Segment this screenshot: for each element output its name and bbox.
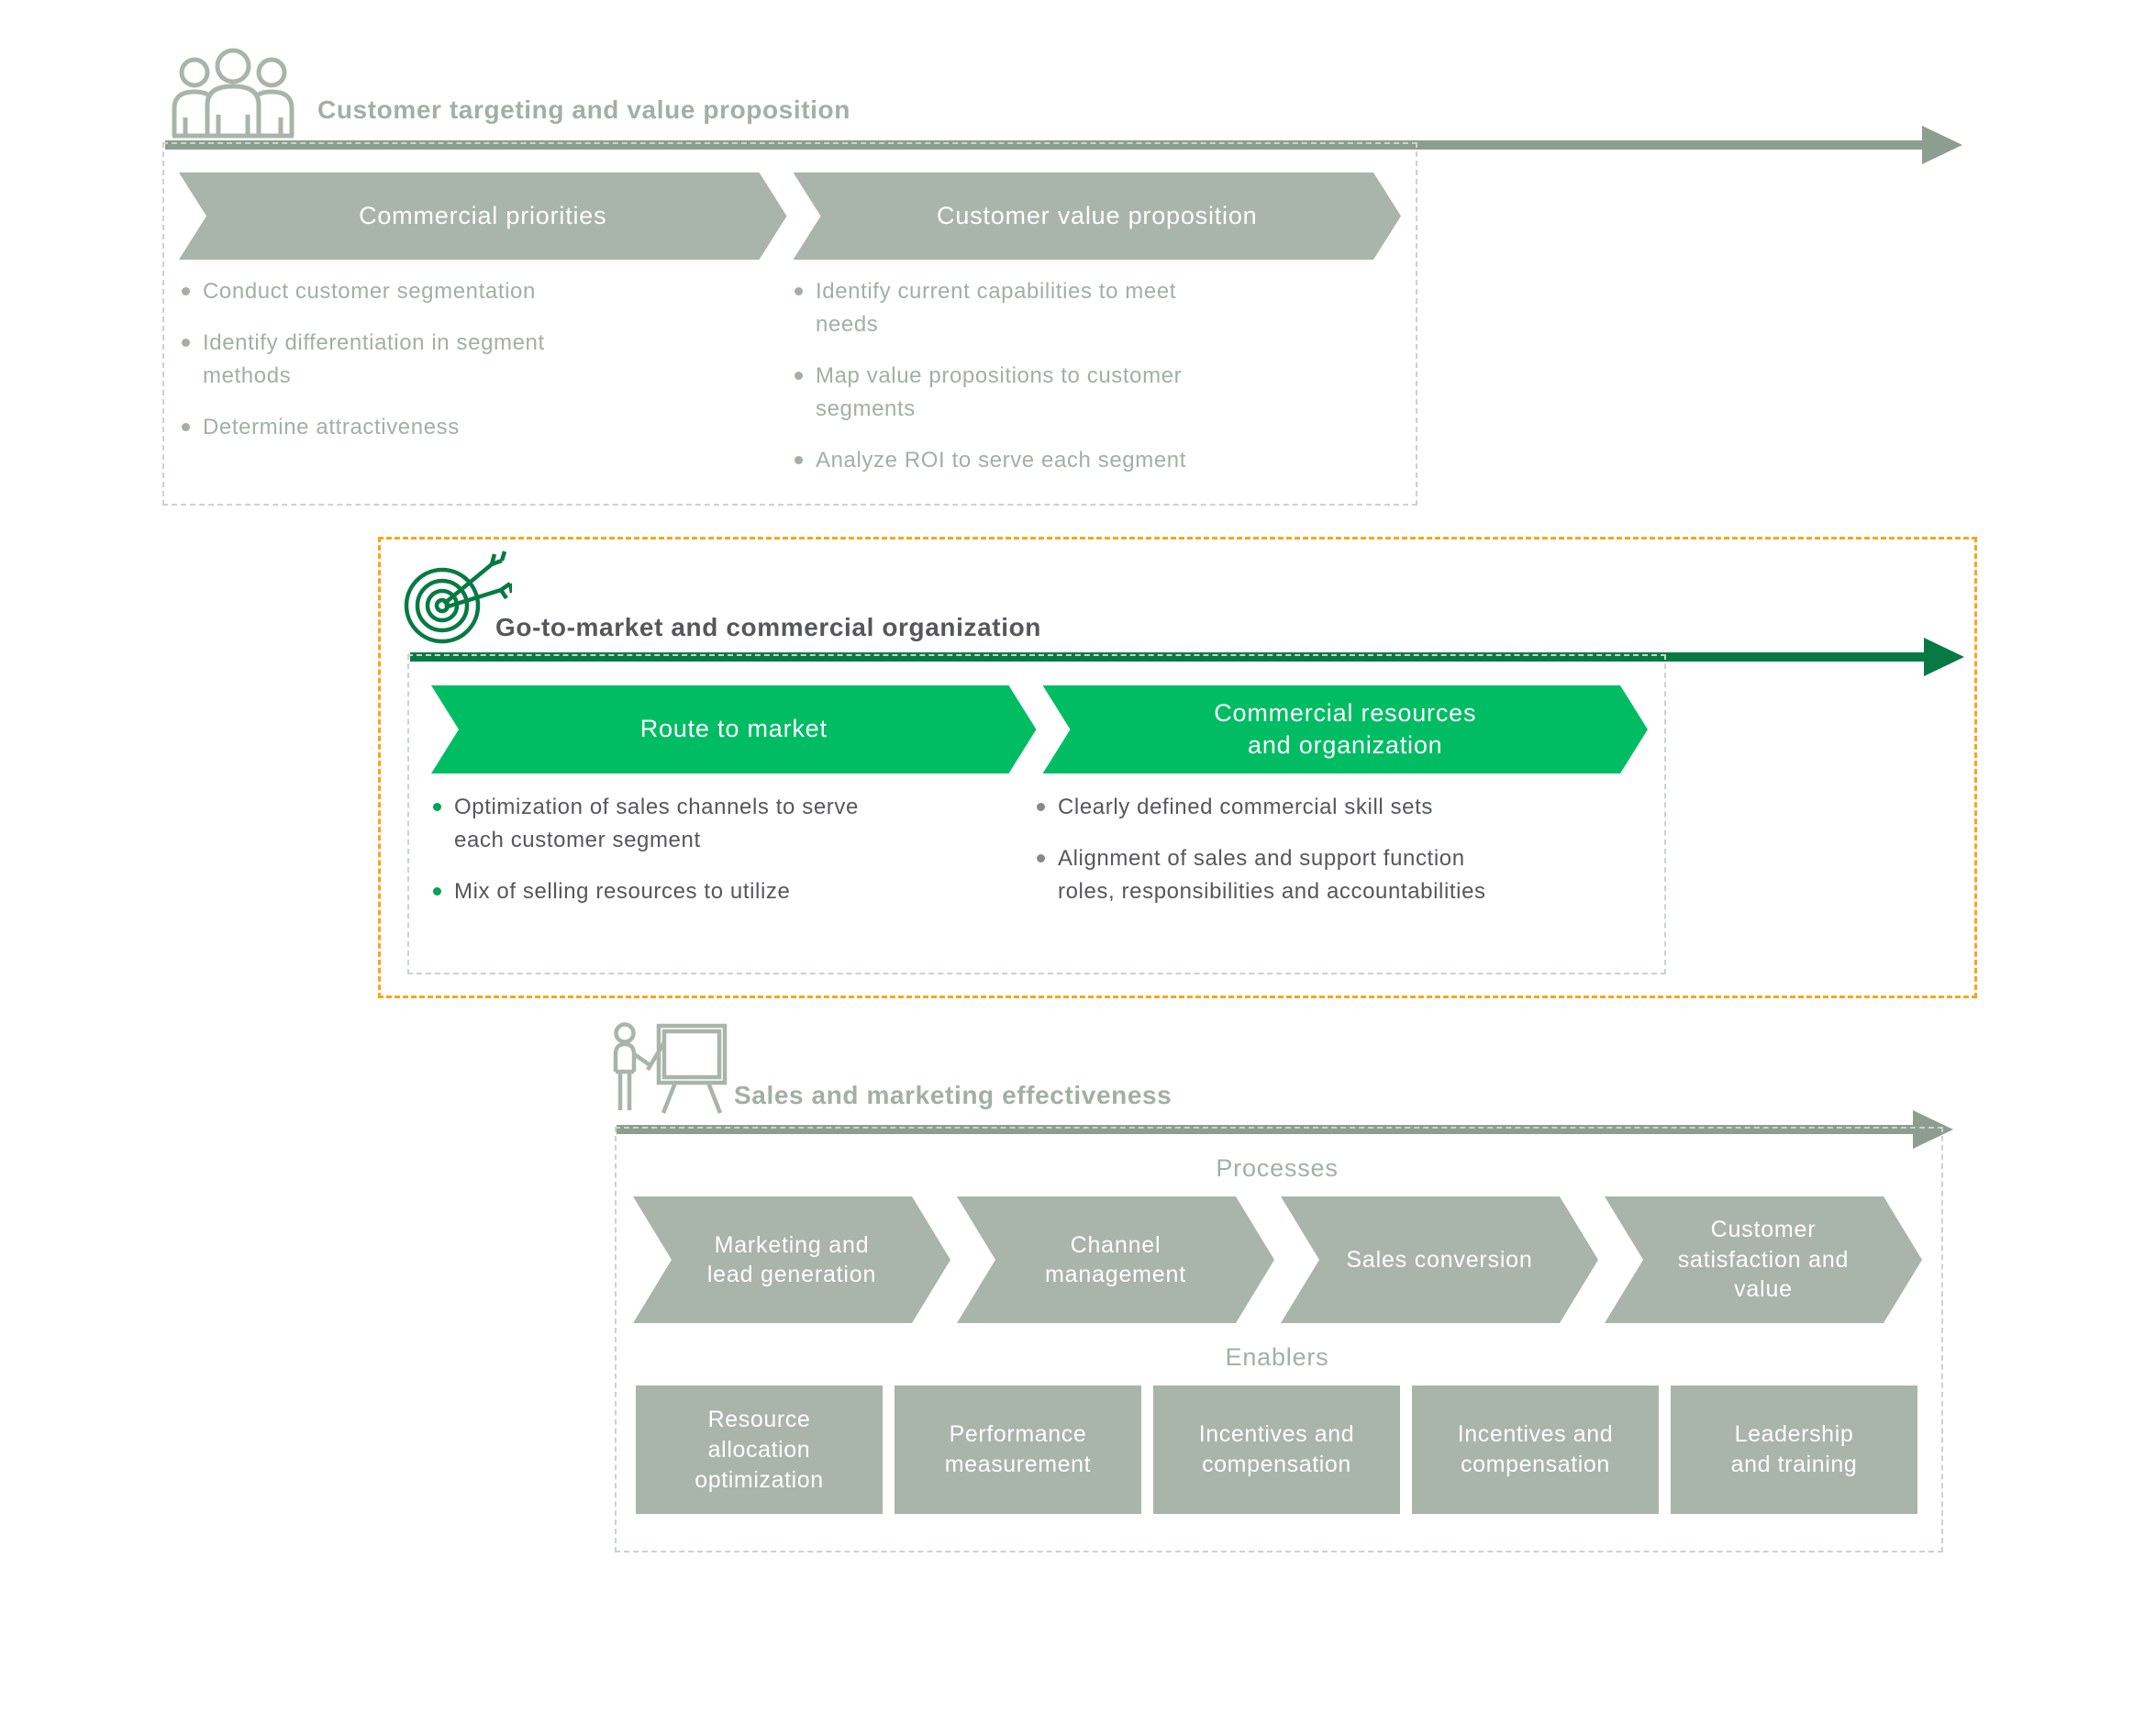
process-chevron-row: Marketing and lead generation Channel ma… — [633, 1196, 1922, 1323]
bullet-list: Clearly defined commercial skill sets Al… — [1037, 791, 1514, 927]
section-frame — [407, 654, 1666, 974]
bullet-dot — [182, 423, 190, 431]
bullet-item: Alignment of sales and support function … — [1037, 842, 1514, 908]
process-chevron-marketing-lead-generation: Marketing and lead generation — [633, 1196, 950, 1323]
step-banner-customer-value-proposition: Customer value proposition — [794, 172, 1402, 260]
section-frame — [615, 1127, 1943, 1552]
step-banner-commercial-priorities: Commercial priorities — [179, 172, 787, 260]
bullet-text: Alignment of sales and support function … — [1058, 846, 1486, 904]
step-banner-label: Route to market — [639, 715, 828, 743]
enabler-label: Incentives and compensation — [1198, 1421, 1355, 1477]
bullet-dot — [1037, 803, 1045, 811]
processes-label: Processes — [1216, 1154, 1339, 1182]
enabler-label: Incentives and compensation — [1457, 1421, 1614, 1477]
bullet-item: Identify differentiation in segment meth… — [182, 327, 604, 393]
bullet-text: Mix of selling resources to utilize — [454, 879, 791, 904]
bullet-item: Analyze ROI to serve each segment — [795, 444, 1244, 477]
bullet-item: Clearly defined commercial skill sets — [1037, 791, 1514, 824]
bullet-item: Optimization of sales channels to serve … — [433, 791, 892, 857]
timeline-arrow — [410, 652, 1924, 662]
bullet-text: Analyze ROI to serve each segment — [816, 448, 1186, 473]
section-frame — [162, 142, 1417, 506]
process-chevron-customer-satisfaction: Customer satisfaction and value — [1605, 1196, 1922, 1323]
process-chevron-sales-conversion: Sales conversion — [1281, 1196, 1598, 1323]
bullet-list: Optimization of sales channels to serve … — [433, 791, 892, 927]
timeline-arrow — [617, 1125, 1913, 1134]
step-banner-label: Customer value proposition — [937, 201, 1258, 229]
bullet-text: Clearly defined commercial skill sets — [1058, 795, 1433, 819]
step-banner-commercial-resources: Commercial resources and organization — [1043, 685, 1649, 773]
process-label: Customer satisfaction and value — [1677, 1217, 1850, 1303]
bullet-text: Optimization of sales channels to serve … — [454, 795, 859, 852]
bullet-dot — [795, 456, 803, 464]
presenter-icon — [613, 1022, 728, 1114]
process-chevron-channel-management: Channel management — [957, 1196, 1274, 1323]
bullet-dot — [182, 339, 190, 347]
bullet-dot — [433, 803, 441, 811]
bullet-item: Map value propositions to customer segme… — [795, 360, 1244, 426]
process-label: Sales conversion — [1346, 1246, 1533, 1273]
enabler-incentives-compensation-1: Incentives and compensation — [1153, 1385, 1400, 1514]
arrowhead-icon — [1913, 1110, 1953, 1149]
bullet-dot — [433, 887, 441, 896]
arrowhead-icon — [1924, 638, 1964, 676]
enabler-label: Leadership and training — [1730, 1421, 1858, 1477]
enabler-box-row: Resource allocation optimization Perform… — [636, 1385, 1917, 1514]
enablers-label: Enablers — [1225, 1343, 1329, 1371]
enabler-leadership-training: Leadership and training — [1671, 1385, 1917, 1514]
bullet-dot — [795, 287, 803, 295]
bullet-list: Identify current capabilities to meet ne… — [795, 275, 1244, 495]
step-banner-row: Commercial priorities Customer value pro… — [179, 172, 1401, 260]
process-label: Channel management — [1045, 1231, 1186, 1287]
step-banner-route-to-market: Route to market — [431, 685, 1037, 773]
bullet-text: Determine attractiveness — [203, 415, 460, 440]
enabler-resource-allocation: Resource allocation optimization — [636, 1385, 883, 1514]
process-label: Marketing and lead generation — [706, 1231, 877, 1287]
enabler-label: Performance measurement — [944, 1421, 1092, 1477]
enabler-incentives-compensation-2: Incentives and compensation — [1412, 1385, 1659, 1514]
bullet-text: Conduct customer segmentation — [203, 279, 536, 304]
bullet-text: Identify differentiation in segment meth… — [203, 330, 545, 388]
section-title: Customer targeting and value proposition — [317, 95, 850, 124]
timeline-arrow — [165, 140, 1922, 150]
bullet-list: Conduct customer segmentation Identify d… — [182, 275, 604, 462]
bullet-item: Mix of selling resources to utilize — [433, 875, 892, 908]
bullet-item: Conduct customer segmentation — [182, 275, 604, 308]
bullet-item: Identify current capabilities to meet ne… — [795, 275, 1244, 341]
arrowhead-icon — [1922, 126, 1962, 164]
enabler-performance-measurement: Performance measurement — [895, 1385, 1141, 1514]
bullet-text: Identify current capabilities to meet ne… — [816, 279, 1177, 337]
bullet-dot — [795, 372, 803, 380]
bullet-dot — [1037, 854, 1045, 862]
step-banner-label: Commercial priorities — [359, 201, 607, 229]
section-title: Go-to-market and commercial organization — [495, 613, 1041, 641]
bullet-text: Map value propositions to customer segme… — [816, 363, 1183, 421]
step-banner-label: Commercial resources and organization — [1214, 698, 1477, 759]
highlight-frame — [378, 537, 1977, 998]
step-banner-row: Route to market Commercial resources and… — [431, 685, 1648, 773]
section-title: Sales and marketing effectiveness — [734, 1081, 1172, 1109]
people-icon — [172, 48, 295, 139]
bullet-dot — [182, 287, 190, 295]
target-icon — [404, 551, 512, 644]
enabler-label: Resource allocation optimization — [695, 1406, 824, 1493]
bullet-item: Determine attractiveness — [182, 411, 604, 444]
